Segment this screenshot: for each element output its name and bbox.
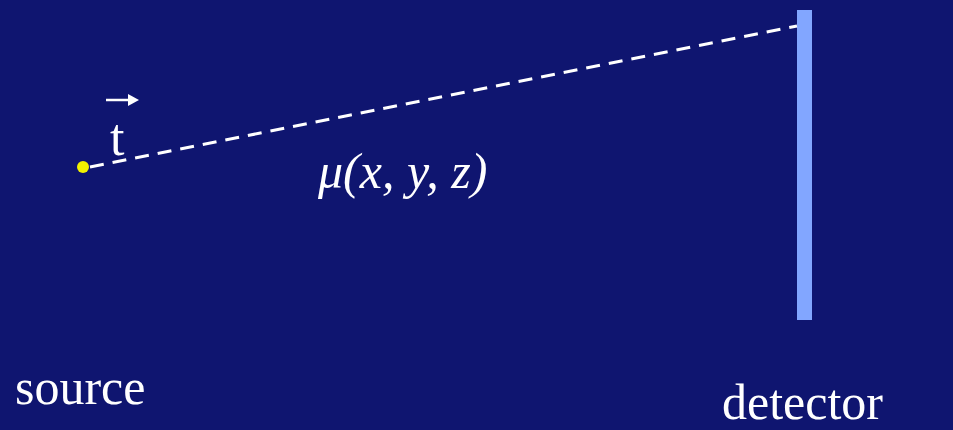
detector-bar bbox=[797, 10, 812, 320]
source-label: source bbox=[15, 362, 146, 412]
detector-label: detector bbox=[722, 377, 883, 427]
vector-arrow bbox=[106, 94, 139, 106]
vector-symbol: t bbox=[110, 112, 124, 164]
attenuation-label: μ(x, y, z) bbox=[318, 146, 487, 196]
source-dot bbox=[77, 161, 89, 173]
cloud-region: μ(x, y, z) bbox=[195, 15, 720, 360]
